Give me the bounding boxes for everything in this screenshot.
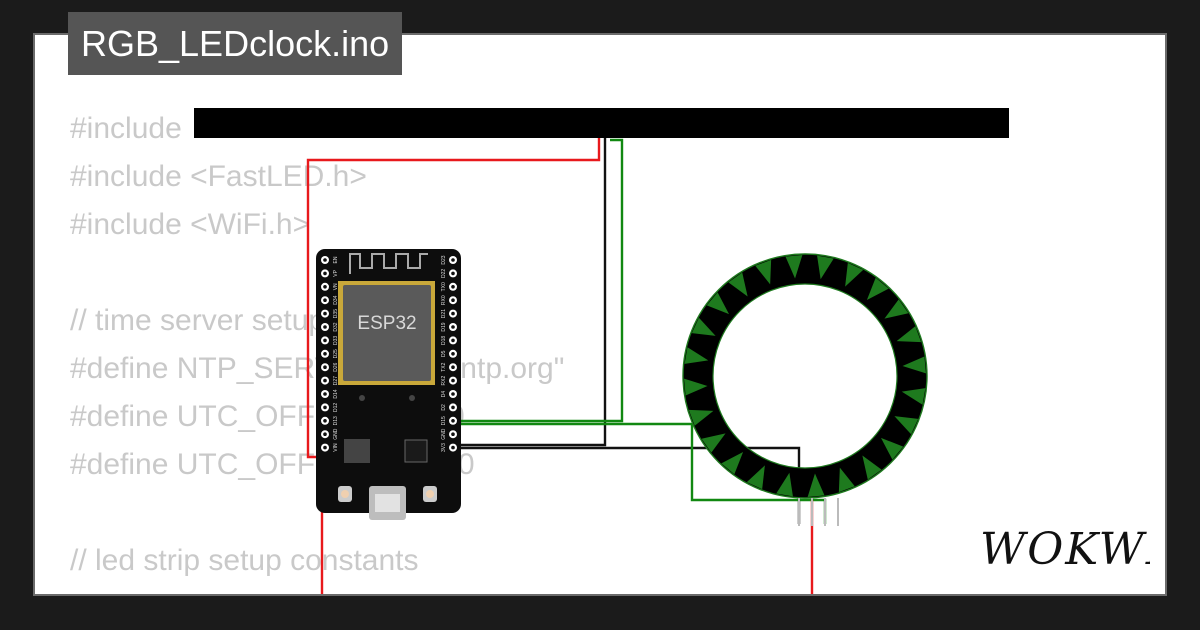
code-line: #include <FastLED.h>	[70, 160, 367, 193]
pin-label: TX0	[441, 282, 447, 291]
led-segment	[862, 455, 882, 480]
sketch-title: RGB_LEDclock.ino	[68, 12, 403, 75]
led-segment	[880, 437, 904, 460]
pin-label: D34	[333, 295, 339, 304]
antenna-trace	[349, 253, 428, 274]
pin-label: D35	[333, 309, 339, 318]
pin-label: D33	[333, 336, 339, 345]
pin-label: VP	[333, 269, 339, 276]
pin-label: GND	[441, 428, 447, 440]
code-line: #include	[70, 112, 182, 145]
led-segment	[838, 467, 855, 493]
pin-label: D27	[333, 376, 339, 385]
pin-label: D32	[333, 322, 339, 331]
led-segment	[785, 255, 803, 279]
led-segment	[706, 292, 730, 315]
led-segment	[776, 472, 793, 497]
pin-label: D22	[441, 269, 447, 278]
led-segment	[755, 259, 772, 285]
code-line: #include <WiFi.h>	[70, 208, 311, 241]
pin-label: D18	[441, 336, 447, 345]
code-line: #define DATA_PIN 2	[70, 585, 564, 594]
redacted-bar	[194, 108, 1009, 138]
led-segment	[845, 262, 864, 287]
led-segment	[746, 465, 765, 490]
pin-label: RX0	[441, 295, 447, 305]
wire-red-top	[306, 138, 601, 459]
pin-label: D2	[441, 404, 447, 411]
led-segment	[721, 451, 744, 475]
led-segment	[896, 326, 922, 343]
pin-label: EN	[333, 256, 339, 263]
code-line: // led strip setup constants	[70, 544, 419, 577]
code-editor-background: #include #include <FastLED.h> #include <Wi…	[70, 105, 564, 594]
led-segment	[901, 388, 926, 405]
circuit-diagram[interactable]: ESP32 ENVPVND34D35D32D33D25D26D27D14D12D…	[35, 35, 1167, 596]
voltage-regulator	[344, 439, 370, 463]
led-segment	[691, 317, 716, 336]
pin-label: D26	[333, 362, 339, 371]
led-segment	[817, 255, 834, 280]
pin-label: D21	[441, 309, 447, 318]
pin-label: VIN	[333, 443, 339, 452]
pin-label: VN	[333, 283, 339, 290]
pin-label: D19	[441, 322, 447, 331]
led-segment	[807, 473, 825, 497]
wire-green-top	[454, 138, 624, 423]
usb-uart-chip	[404, 439, 428, 463]
led-segment	[866, 277, 889, 301]
pin-label: GND	[333, 428, 339, 440]
led-segment	[728, 272, 748, 297]
led-segment	[902, 356, 926, 374]
ring-pins	[798, 498, 839, 526]
diagram-canvas[interactable]: #include #include <FastLED.h> #include <Wi…	[33, 33, 1167, 596]
pin-label: D14	[333, 389, 339, 398]
led-segment	[701, 433, 726, 453]
wire-black-top	[454, 138, 607, 447]
pin-label: TX2	[441, 362, 447, 371]
led-segment	[684, 378, 708, 396]
pin-label: D15	[441, 416, 447, 425]
led-segment	[684, 347, 709, 364]
esp32-label: ESP32	[357, 313, 416, 334]
pin-label: D5	[441, 350, 447, 357]
pin-label: D23	[441, 255, 447, 264]
ring-led-segments	[684, 255, 926, 497]
pin-label: RX2	[441, 376, 447, 386]
pin-label: 3V3	[441, 443, 447, 452]
pin-label: D12	[333, 403, 339, 412]
wokwi-logo-icon: WOKWI	[980, 524, 1150, 572]
pin-label: D13	[333, 416, 339, 425]
pin-label: D4	[441, 391, 447, 398]
svg-text:WOKWI: WOKWI	[980, 524, 1150, 572]
led-segment	[884, 299, 909, 319]
esp32-chip	[343, 285, 431, 381]
esp32-board[interactable]: ESP32 ENVPVND34D35D32D33D25D26D27D14D12D…	[316, 249, 461, 520]
led-segment	[894, 416, 919, 435]
neopixel-ring[interactable]	[682, 253, 928, 526]
led-segment	[688, 409, 714, 426]
pin-label: D25	[333, 349, 339, 358]
